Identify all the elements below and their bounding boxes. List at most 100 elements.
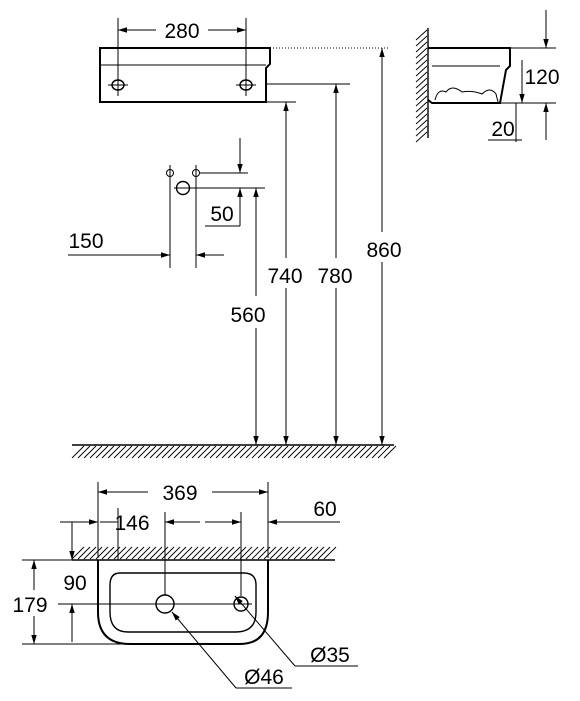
hatch-stroke: [233, 546, 247, 560]
hatch-stroke: [221, 546, 235, 560]
dim-150-label: 150: [68, 230, 103, 253]
hatch-stroke: [173, 445, 187, 459]
hatch-stroke: [293, 546, 307, 560]
hatch-stroke: [197, 445, 211, 459]
hatch-stroke: [125, 445, 139, 459]
hatch-stroke: [167, 445, 181, 459]
hatch-stroke: [263, 546, 277, 560]
hatch-stroke: [245, 445, 259, 459]
hatch-stroke: [179, 445, 193, 459]
hatch-stroke: [197, 546, 211, 560]
dim-60-label: 60: [313, 498, 336, 521]
hatch-stroke: [415, 53, 428, 65]
hatch-stroke: [149, 546, 163, 560]
hatch-stroke: [299, 546, 313, 560]
hatch-stroke: [143, 445, 157, 459]
hatch-stroke: [299, 445, 313, 459]
hatch-stroke: [275, 546, 289, 560]
hatch-stroke: [191, 445, 205, 459]
dim-d35-label: Ø35: [310, 644, 350, 667]
hatch-stroke: [83, 546, 97, 560]
hatch-stroke: [227, 445, 241, 459]
hatch-stroke: [359, 445, 373, 459]
hatch-stroke: [119, 546, 133, 560]
side-wall-hatch: [415, 29, 428, 143]
hatch-stroke: [215, 445, 229, 459]
hatch-stroke: [173, 546, 187, 560]
hatch-stroke: [119, 445, 133, 459]
hatch-stroke: [293, 445, 307, 459]
hatch-stroke: [365, 445, 379, 459]
hatch-stroke: [415, 47, 428, 59]
hatch-stroke: [227, 546, 241, 560]
floor-hatch: [71, 445, 397, 459]
hatch-stroke: [415, 131, 428, 143]
hatch-stroke: [155, 546, 169, 560]
hatch-stroke: [335, 445, 349, 459]
hatch-stroke: [167, 546, 181, 560]
hatch-stroke: [179, 546, 193, 560]
front-view: 280 50 150 560: [68, 18, 410, 459]
hatch-stroke: [269, 546, 283, 560]
hatch-stroke: [161, 445, 175, 459]
basin-plan-outline: [97, 560, 269, 645]
hatch-stroke: [83, 445, 97, 459]
hatch-stroke: [415, 107, 428, 119]
hatch-stroke: [287, 445, 301, 459]
hatch-stroke: [281, 445, 295, 459]
hatch-stroke: [143, 546, 157, 560]
basin-side-section: [434, 87, 499, 103]
dim-20-label: 20: [491, 118, 514, 141]
hatch-stroke: [305, 445, 319, 459]
dim-120-label: 120: [524, 66, 559, 89]
hatch-stroke: [281, 546, 295, 560]
hatch-stroke: [415, 119, 428, 131]
dim-50-label: 50: [210, 203, 233, 226]
hatch-stroke: [415, 95, 428, 107]
hatch-stroke: [415, 113, 428, 125]
hatch-stroke: [95, 445, 109, 459]
hatch-stroke: [185, 546, 199, 560]
hatch-stroke: [347, 445, 361, 459]
hatch-stroke: [311, 445, 325, 459]
hatch-stroke: [377, 445, 391, 459]
dim-740-label: 740: [267, 265, 302, 288]
hatch-stroke: [107, 445, 121, 459]
side-view: 120 20: [415, 10, 560, 143]
hatch-stroke: [415, 41, 428, 53]
hatch-stroke: [287, 546, 301, 560]
hatch-stroke: [89, 546, 103, 560]
hatch-stroke: [209, 445, 223, 459]
dim-280-label: 280: [164, 20, 199, 43]
hatch-stroke: [113, 445, 127, 459]
dim-560-label: 560: [230, 304, 265, 327]
basin-front-outline: [99, 47, 271, 103]
hatch-stroke: [415, 83, 428, 95]
hatch-stroke: [71, 546, 85, 560]
hatch-stroke: [415, 101, 428, 113]
hatch-stroke: [161, 546, 175, 560]
hatch-stroke: [415, 65, 428, 77]
hatch-stroke: [245, 546, 259, 560]
hatch-stroke: [89, 445, 103, 459]
dim-780-label: 780: [317, 265, 352, 288]
hatch-stroke: [233, 445, 247, 459]
hatch-stroke: [113, 546, 127, 560]
basin-side-outline: [427, 47, 511, 104]
hatch-stroke: [191, 546, 205, 560]
hatch-stroke: [353, 445, 367, 459]
hatch-stroke: [329, 445, 343, 459]
hatch-stroke: [101, 445, 115, 459]
dim-860-label: 860: [366, 239, 401, 262]
hatch-stroke: [317, 445, 331, 459]
hatch-stroke: [137, 546, 151, 560]
hatch-stroke: [415, 89, 428, 101]
hatch-stroke: [131, 546, 145, 560]
hatch-stroke: [71, 445, 85, 459]
hatch-stroke: [317, 546, 331, 560]
hatch-stroke: [239, 445, 253, 459]
hatch-stroke: [383, 445, 397, 459]
hatch-stroke: [137, 445, 151, 459]
hatch-stroke: [101, 546, 115, 560]
